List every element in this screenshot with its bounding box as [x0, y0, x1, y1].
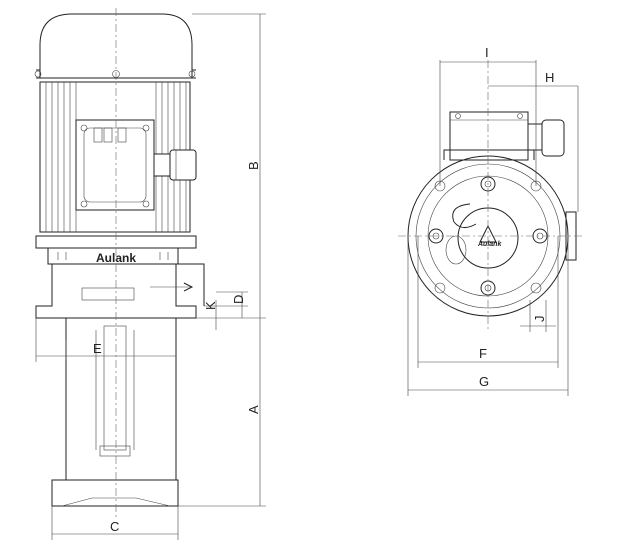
- cable-gland-front: [541, 119, 565, 157]
- cable-gland: [153, 153, 171, 177]
- screw-icon: [142, 200, 150, 208]
- screw-icon: [80, 124, 88, 132]
- dim-label-i: I: [485, 45, 489, 60]
- flow-arrow-icon: [183, 282, 194, 292]
- motor-top-cap: [39, 13, 193, 78]
- pump-head-top: [47, 247, 179, 265]
- dim-label-k: K: [203, 301, 218, 310]
- cooling-fins: [45, 82, 187, 232]
- dim-label-e: E: [93, 341, 102, 356]
- side-dimensions: B A D K E C: [35, 13, 266, 540]
- front-view: Aulank I H F G J: [398, 45, 584, 396]
- shaft: [103, 325, 127, 451]
- screw-icon: [142, 124, 150, 132]
- screw-icon: [34, 70, 42, 78]
- side-view: Aulank B A: [34, 8, 266, 540]
- terminal-box-top: [449, 111, 529, 161]
- screw-icon: [188, 70, 196, 78]
- front-dimensions: I H F G J: [407, 45, 579, 396]
- terminal-box: [75, 119, 155, 211]
- dim-label-h: H: [545, 70, 554, 85]
- outlet-nozzle: [176, 263, 205, 306]
- pump-base: [51, 479, 179, 507]
- dim-label-b: B: [246, 161, 261, 170]
- outlet-port: [452, 203, 477, 228]
- dim-label-g: G: [479, 374, 489, 389]
- dim-label-a: A: [246, 405, 261, 414]
- screw-icon: [80, 200, 88, 208]
- dim-label-c: C: [110, 519, 119, 534]
- dim-label-d: D: [231, 295, 246, 304]
- brand-label-front: Aulank: [477, 241, 502, 248]
- dim-label-f: F: [479, 346, 487, 361]
- brand-label-side: Aulank: [96, 251, 136, 265]
- dim-label-j: J: [532, 316, 547, 323]
